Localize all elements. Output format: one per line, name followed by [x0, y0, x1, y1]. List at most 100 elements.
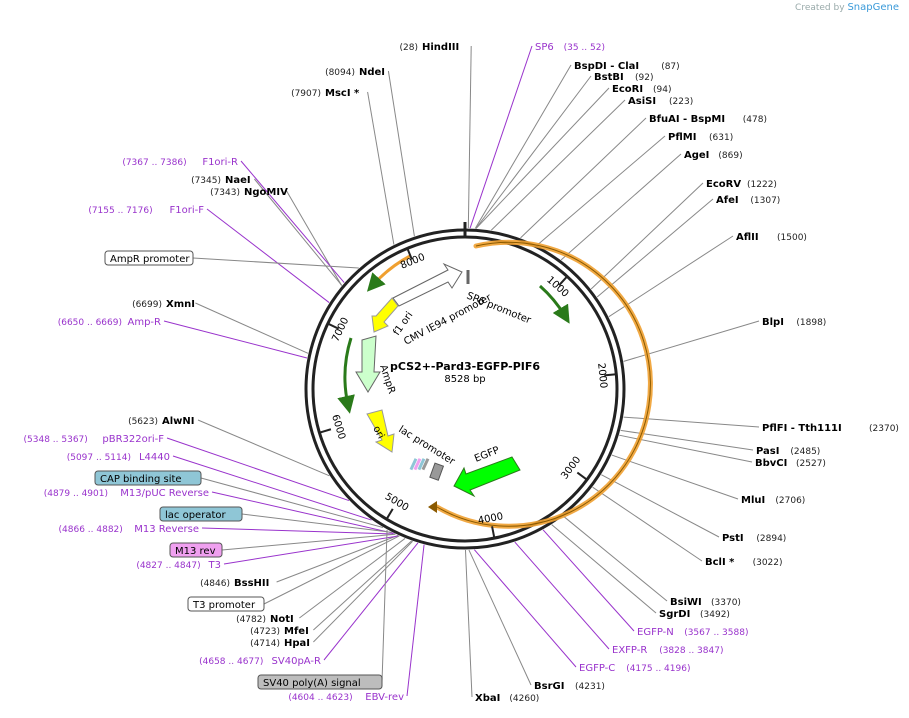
enzyme-naei[interactable]: NaeI(7345) [191, 175, 251, 186]
enzyme-name: AsiSI [628, 96, 656, 107]
feature-tag-lac-operator[interactable]: lac operator [159, 506, 243, 522]
enzyme-connector [563, 515, 668, 602]
enzyme-bcli[interactable]: BclI * (3022) [705, 557, 783, 568]
enzyme-bspdi-clai[interactable]: BspDI - ClaI(87) [574, 61, 680, 72]
enzyme-alwni[interactable]: AlwNI(5623) [128, 416, 194, 427]
enzyme-blpi[interactable]: BlpI(1898) [762, 317, 826, 328]
enzyme-position: (4231) [575, 682, 605, 692]
primer-connector [473, 549, 577, 668]
primer-name: F1ori-F [170, 205, 205, 216]
enzyme-connector [490, 99, 626, 231]
enzyme-name: AgeI [684, 150, 709, 161]
primer-position: (5097 .. 5114) [67, 453, 131, 463]
ring-tick-mark [576, 471, 588, 481]
enzyme-ngomiv[interactable]: NgoMIV(7343) [210, 187, 288, 198]
primer-connector [166, 437, 350, 502]
feature-tag-m13-rev[interactable]: M13 rev [169, 542, 223, 558]
enzyme-position: (2706) [775, 496, 805, 506]
enzyme-asisi[interactable]: AsiSI(223) [628, 96, 693, 107]
enzyme-pflfi-tth111i[interactable]: PflFI - Tth111I(2370) [762, 423, 899, 434]
enzyme-ecori[interactable]: EcoRI(94) [612, 84, 671, 95]
enzyme-afei[interactable]: AfeI(1307) [716, 195, 780, 206]
enzyme-mfei[interactable]: MfeI(4723) [250, 626, 309, 637]
primer-name: M13 Reverse [134, 524, 199, 535]
f1-ori-arrow [371, 297, 399, 333]
enzyme-aflii[interactable]: AflII(1500) [736, 232, 807, 243]
enzyme-bsiwi[interactable]: BsiWI(3370) [670, 597, 741, 608]
primer-pbr322ori-f[interactable]: pBR322ori-F(5348 .. 5367) [24, 434, 165, 445]
feature-tag-sv40-poly-a-signal[interactable]: SV40 poly(A) signal [257, 674, 383, 690]
ampr-arrow [355, 335, 381, 393]
enzyme-name: XmnI [166, 299, 195, 310]
feature-tag-ampr-promoter[interactable]: AmpR promoter [104, 250, 194, 266]
enzyme-bsshii[interactable]: BssHII(4846) [200, 578, 269, 589]
enzyme-sgrdi[interactable]: SgrDI(3492) [659, 609, 730, 620]
enzyme-position: (3022) [753, 558, 783, 568]
enzyme-msci[interactable]: MscI *(7907) [291, 88, 360, 99]
primer-m13-puc-reverse[interactable]: M13/pUC Reverse(4879 .. 4901) [44, 488, 209, 499]
primer-m13-reverse[interactable]: M13 Reverse(4866 .. 4882) [59, 524, 199, 535]
enzyme-name: HpaI [284, 638, 310, 649]
primer-ebv-rev[interactable]: EBV-rev(4604 .. 4623) [288, 692, 404, 703]
enzyme-connector [197, 419, 330, 477]
primer-f1ori-f[interactable]: F1ori-F (7155 .. 7176) [88, 205, 204, 216]
primer-connector [206, 208, 330, 303]
enzyme-position: (87) [661, 62, 679, 72]
enzyme-bsrgi[interactable]: BsrGI (4231) [534, 681, 605, 692]
enzyme-connector [592, 486, 703, 562]
feature-tag-cap-binding-site[interactable]: CAP binding site [94, 470, 202, 486]
label-ori: ori [370, 424, 386, 441]
insert-arrowhead [428, 501, 437, 513]
feature-tag-box [187, 596, 265, 612]
enzyme-connector [467, 45, 472, 229]
feature-tag-box [257, 674, 383, 690]
enzyme-name: BsrGI [534, 681, 564, 692]
ring-tick-label: 8000 [399, 252, 427, 272]
ring-tick-label: 7000 [330, 316, 351, 344]
enzyme-pflmi[interactable]: PflMI(631) [668, 132, 733, 143]
enzyme-noti[interactable]: NotI(4782) [236, 614, 294, 625]
enzyme-connector [286, 190, 343, 286]
enzyme-bfuai-bspmi[interactable]: BfuAI - BspMI(478) [649, 114, 767, 125]
enzyme-name: EcoRI [612, 84, 643, 95]
enzyme-bstbi[interactable]: BstBI(92) [594, 72, 653, 83]
enzyme-position: (1307) [750, 196, 780, 206]
primer-egfp-c[interactable]: EGFP-C(4175 .. 4196) [579, 663, 690, 674]
primer-egfp-n[interactable]: EGFP-N(3567 .. 3588) [637, 627, 748, 638]
primer-l4440[interactable]: L4440(5097 .. 5114) [67, 452, 170, 463]
primer-name: M13/pUC Reverse [120, 488, 209, 499]
enzyme-agei[interactable]: AgeI(869) [684, 150, 743, 161]
enzyme-psti[interactable]: PstI(2894) [722, 533, 786, 544]
enzyme-bbvci[interactable]: BbvCI(2527) [755, 458, 826, 469]
enzyme-connector [387, 70, 415, 237]
primer-f1ori-r[interactable]: F1ori-R(7367 .. 7386) [122, 157, 238, 168]
enzyme-hpai[interactable]: HpaI (4714) [250, 638, 310, 649]
primer-position: (7155 .. 7176) [88, 206, 152, 216]
primer-position: (3828 .. 3847) [659, 646, 723, 656]
primer-connector [240, 160, 345, 283]
enzyme-xmni[interactable]: XmnI(6699) [132, 299, 195, 310]
enzyme-hindiii[interactable]: HindIII(28) [400, 42, 460, 53]
primer-amp-r[interactable]: Amp-R(6650 .. 6669) [58, 317, 161, 328]
enzyme-position: (4714) [250, 639, 280, 649]
enzyme-ecorv[interactable]: EcoRV(1222) [706, 179, 777, 190]
primer-connector [211, 491, 394, 534]
enzyme-name: BlpI [762, 317, 784, 328]
enzyme-name: BclI * [705, 557, 735, 568]
primer-sp6[interactable]: SP6(35 .. 52) [535, 42, 605, 53]
feature-tag-t3-promoter[interactable]: T3 promoter [187, 596, 265, 612]
ring-tick-mark [327, 322, 340, 330]
primer-connector [542, 529, 635, 632]
enzyme-pasi[interactable]: PasI(2485) [756, 446, 820, 457]
primer-t3[interactable]: T3(4827 .. 4847) [136, 560, 221, 571]
enzyme-name: NaeI [225, 175, 251, 186]
enzyme-connector [464, 549, 473, 698]
enzyme-xbai[interactable]: XbaI(4260) [475, 693, 539, 704]
enzyme-position: (1500) [777, 233, 807, 243]
primer-sv40pa-r[interactable]: SV40pA-R(4658 .. 4677) [199, 656, 321, 667]
enzyme-mlui[interactable]: MluI(2706) [741, 495, 805, 506]
primer-exfp-r[interactable]: EXFP-R(3828 .. 3847) [612, 645, 723, 656]
enzyme-connector [536, 135, 666, 246]
enzyme-ndei[interactable]: NdeI(8094) [325, 67, 385, 78]
